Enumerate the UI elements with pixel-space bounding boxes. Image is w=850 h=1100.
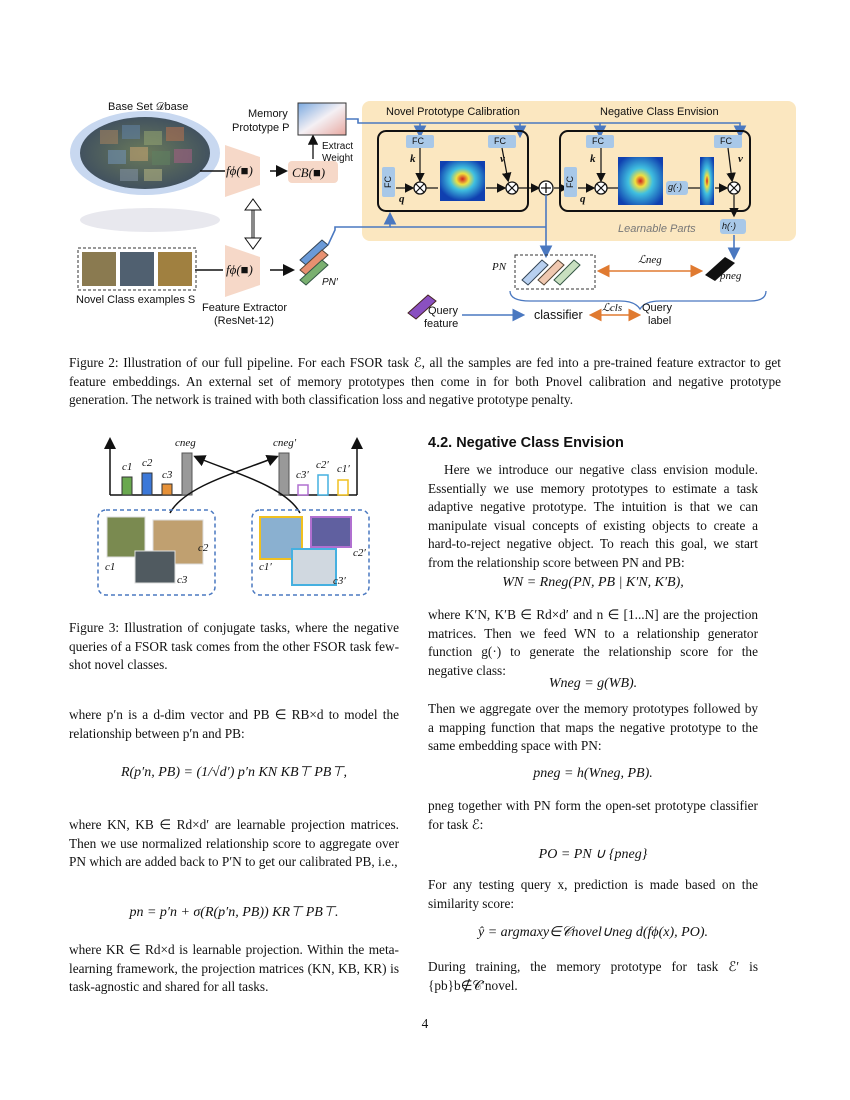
memory-prototype-label-2: Prototype P — [232, 122, 290, 134]
c2-bar-label: c2 — [142, 457, 153, 469]
right-equation-3: pneg = h(Wneg, PB). — [533, 766, 653, 781]
c-neg-prime-label: cneg′ — [273, 437, 297, 449]
query-label-label-2: label — [648, 315, 672, 327]
right-paragraph-1: Here we introduce our negative class env… — [428, 462, 758, 570]
query-feature-label-2: feature — [424, 318, 459, 330]
c1p-image-label: c1′ — [259, 561, 272, 573]
feature-extractor-label-2: (ResNet-12) — [214, 315, 274, 327]
figure-3-caption: Figure 3: Illustration of conjugate task… — [69, 620, 399, 672]
p-neg-label: pneg — [720, 270, 742, 282]
c2p-image-label: c2′ — [353, 547, 366, 559]
fc-label-5: FC — [383, 176, 393, 188]
left-paragraph-3: where KR ∈ Rd×d is learnable projection.… — [69, 942, 399, 994]
base-set-label: Base Set 𝒟base — [108, 101, 189, 113]
pipeline-diagram — [70, 101, 796, 322]
right-equation-5: ŷ = argmaxy∈𝒞novel∪neg d(fϕ(x), PO). — [478, 925, 708, 940]
c2-image-label: c2 — [198, 542, 209, 554]
right-equation-4: PO = PN ∪ {pneg} — [538, 847, 648, 862]
c1p-bar-label: c1′ — [337, 463, 350, 475]
left-paragraph-2: where KN, KB ∈ Rd×d′ are learnable proje… — [69, 817, 399, 869]
negative-envision-title: Negative Class Envision — [600, 106, 719, 118]
extract-weight-2: Weight — [322, 153, 353, 164]
c3p-bar-label: c3′ — [296, 469, 309, 481]
c3p-image-label: c3′ — [333, 575, 346, 587]
feature-extractor-label-1: Feature Extractor — [202, 302, 287, 314]
right-equation-2: Wneg = g(WB). — [548, 676, 638, 691]
l-cls-label: ℒcls — [602, 302, 623, 314]
k-label-2: k — [590, 153, 596, 165]
k-label-1: k — [410, 153, 416, 165]
c2p-bar-label: c2′ — [316, 459, 329, 471]
figure-2-caption: Figure 2: Illustration of our full pipel… — [69, 355, 781, 407]
query-label-label-1: Query — [642, 302, 672, 314]
c1-bar-label: c1 — [122, 461, 133, 473]
c-neg-label: cneg — [175, 437, 196, 449]
right-paragraph-2: where K′N, K′B ∈ Rd×d′ and n ∈ [1...N] a… — [428, 607, 758, 678]
fc-label-6: FC — [565, 176, 575, 188]
figure-2: Base Set 𝒟base Memory Prototype P Extrac… — [60, 95, 800, 335]
c3-bar-label: c3 — [162, 469, 173, 481]
query-feature-label-1: Query — [428, 305, 458, 317]
g-function-label: g(·) — [668, 182, 682, 192]
pn-prime-label: PN′ — [322, 277, 338, 288]
h-function-label: h(·) — [722, 221, 736, 231]
l-neg-label: ℒneg — [638, 254, 662, 266]
f-phi-bottom: fϕ(■) — [226, 262, 253, 277]
v-label-1: v — [500, 153, 505, 165]
c3-image-label: c3 — [177, 574, 188, 586]
conjugate-task-diagram — [97, 437, 370, 596]
page-number: 4 — [421, 1016, 429, 1031]
novel-examples-label: Novel Class examples S — [76, 294, 196, 306]
right-paragraph-6: During training, the memory prototype fo… — [428, 959, 758, 993]
fc-label-3: FC — [592, 136, 604, 146]
v-label-2: v — [738, 153, 743, 165]
learnable-parts-label: Learnable Parts — [618, 223, 696, 235]
c1-image-label: c1 — [105, 561, 116, 573]
fc-label-4: FC — [720, 136, 732, 146]
right-paragraph-3: Then we aggregate over the memory protot… — [428, 701, 758, 753]
left-equation-2: pn = p′n + σ(R(p′n, PB)) KR⊤ PB⊤. — [129, 905, 339, 920]
novel-calibration-title: Novel Prototype Calibration — [386, 106, 520, 118]
fc-label-2: FC — [494, 136, 506, 146]
right-paragraph-4: pneg together with PN form the open-set … — [428, 798, 758, 832]
right-equation-1: WN = Rneg(PN, PB | K′N, K′B), — [502, 575, 684, 590]
f-phi-top: fϕ(■) — [226, 163, 253, 178]
right-paragraph-5: For any testing query x, prediction is m… — [428, 877, 758, 911]
classifier-label: classifier — [534, 308, 583, 322]
left-paragraph-1: where p′n is a d-dim vector and PB ∈ RB×… — [69, 707, 399, 741]
memory-prototype-label-1: Memory — [248, 108, 288, 120]
pn-label: PN — [492, 261, 507, 273]
c-b-label: CB(■) — [292, 165, 326, 180]
extract-weight-1: Extract — [322, 141, 354, 152]
q-label-2: q — [580, 193, 586, 205]
section-heading: 4.2. Negative Class Envision — [428, 435, 624, 451]
left-equation-1: R(p′n, PB) = (1/√d′) p′n KN KB⊤ PB⊤, — [120, 765, 348, 780]
figure-3: cneg cneg′ c1 c2 c3 c3′ c2′ c1′ c1 c2 c3… — [95, 425, 375, 600]
q-label-1: q — [399, 193, 405, 205]
fc-label-1: FC — [412, 136, 424, 146]
